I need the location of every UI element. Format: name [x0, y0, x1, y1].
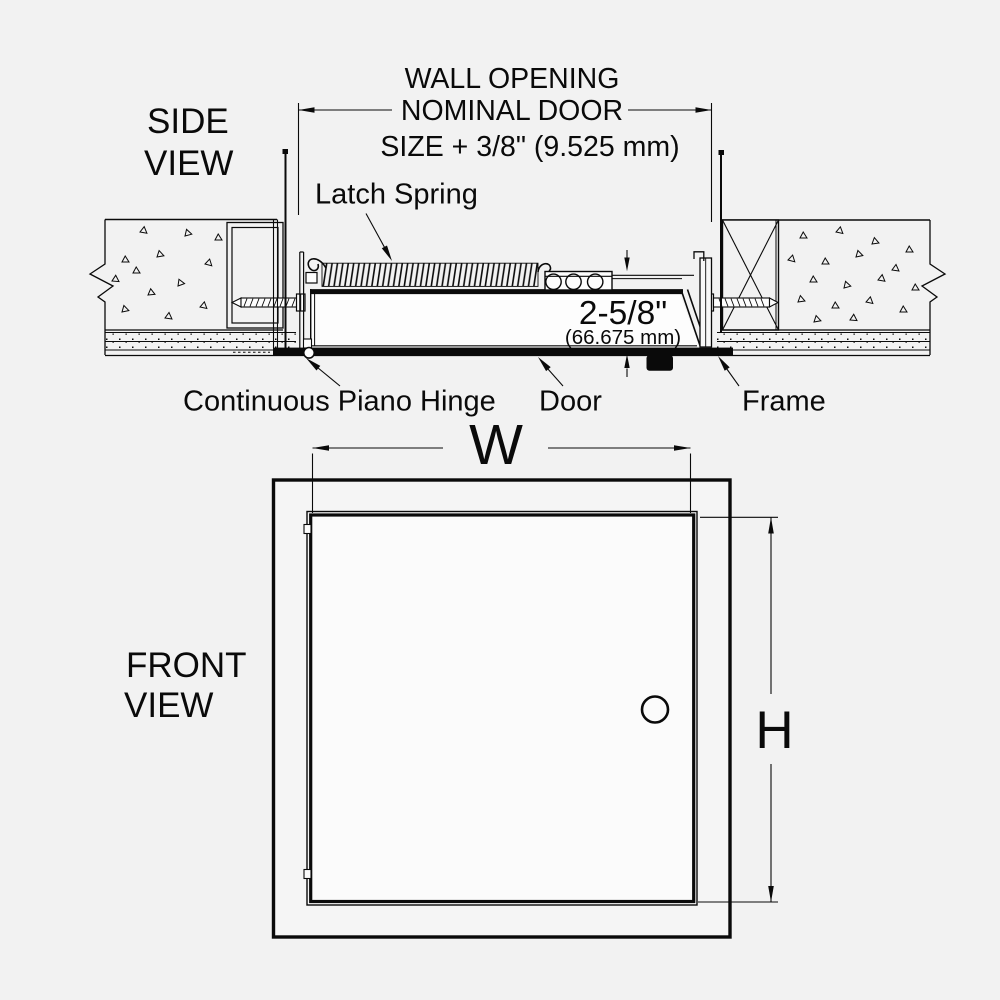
- latch-spring-coil: [321, 262, 539, 287]
- height-dimension: H: [698, 516, 794, 903]
- cam-latch-hole: [640, 695, 670, 724]
- right-wall-finish-layers: [717, 332, 930, 351]
- side-view-title-line1: SIDE: [147, 102, 229, 141]
- wall-opening-note-line2: NOMINAL DOOR: [401, 95, 623, 127]
- frame-right-channel: [612, 251, 713, 348]
- width-dim-letter: W: [469, 413, 523, 477]
- right-wall-aggregate-triangles: [787, 225, 920, 323]
- latch-spring-assembly: [305, 258, 613, 291]
- frame-face-flange: [273, 347, 733, 356]
- front-door-panel: [309, 513, 696, 904]
- front-view-title-line2: VIEW: [124, 686, 213, 725]
- hinge-knuckle: [302, 346, 316, 359]
- width-dimension: W: [311, 413, 692, 513]
- roller-3: [586, 273, 604, 291]
- hinge-end-top: [303, 523, 312, 535]
- side-view-title-line2: VIEW: [144, 144, 233, 183]
- hinge-leader: [317, 367, 341, 387]
- height-dim-letter: H: [755, 701, 793, 760]
- right-wall-section: [704, 219, 947, 355]
- door-side-profile: 2-5/8" (66.675 mm): [310, 289, 708, 349]
- latch-release-block: [646, 355, 673, 371]
- piano-hinge: [302, 338, 316, 359]
- front-opening-edge: [306, 510, 698, 906]
- wall-opening-dimension: WALL OPENING NOMINAL DOOR SIZE + 3/8" (9…: [297, 63, 713, 222]
- left-wall-section: [88, 218, 306, 355]
- roller-2: [565, 273, 582, 291]
- wall-opening-note-line1: WALL OPENING: [405, 63, 620, 95]
- frame-leader: [726, 368, 740, 387]
- door-leader: [547, 368, 564, 387]
- spring-anchor-pin: [305, 271, 318, 284]
- front-view: FRONT VIEW W H: [124, 413, 794, 939]
- door-thickness-metric: (66.675 mm): [565, 326, 681, 349]
- spring-right-hook: [537, 262, 552, 276]
- hinge-label: Continuous Piano Hinge: [183, 386, 496, 418]
- door-label: Door: [539, 386, 602, 418]
- latch-spring-label: Latch Spring: [315, 179, 478, 211]
- left-wall-finish-layers: [105, 332, 296, 353]
- front-view-title-line1: FRONT: [126, 646, 247, 685]
- frame-label: Frame: [742, 386, 826, 418]
- wall-opening-note-line3: SIZE + 3/8" (9.525 mm): [380, 131, 679, 163]
- thickness-dimension: [624, 250, 630, 377]
- side-view-callouts: Latch Spring Continuous Piano Hinge Door…: [183, 179, 826, 418]
- side-view: SIDE VIEW: [88, 63, 947, 418]
- latch-spring-leader: [365, 213, 387, 252]
- frame-flanges: [282, 149, 724, 352]
- left-anchor-screw: [230, 293, 306, 312]
- door-thickness-value: 2-5/8": [579, 295, 667, 332]
- left-wall-buck: [226, 221, 284, 329]
- hinge-end-bottom: [303, 868, 312, 880]
- spring-left-hook: [307, 258, 327, 272]
- roller-1: [545, 273, 562, 291]
